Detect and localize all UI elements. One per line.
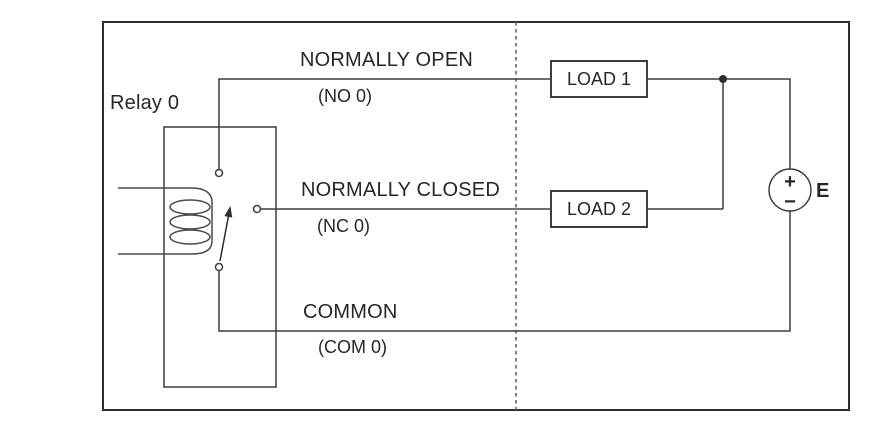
no-terminal-circle bbox=[214, 168, 224, 178]
load2-box: LOAD 2 bbox=[550, 190, 648, 228]
load2-label: LOAD 2 bbox=[566, 198, 632, 219]
normally-open-label: NORMALLY OPEN bbox=[300, 49, 474, 71]
no-code-label: (NO 0) bbox=[318, 86, 372, 106]
source-plus-sign: + bbox=[784, 171, 796, 193]
load1-to-source-wire bbox=[644, 78, 791, 169]
com-code-label: (COM 0) bbox=[318, 337, 387, 357]
nc-terminal-circle bbox=[252, 204, 262, 214]
common-wire bbox=[218, 211, 791, 332]
load1-box: LOAD 1 bbox=[550, 60, 648, 98]
nc-code-label: (NC 0) bbox=[317, 216, 370, 236]
relay-coil-icon bbox=[118, 187, 213, 255]
no-wire bbox=[218, 78, 550, 169]
source-e-label: E bbox=[816, 180, 830, 202]
switch-armature-arrow bbox=[219, 206, 233, 262]
voltage-source-icon: + − bbox=[768, 168, 812, 213]
source-minus-sign: − bbox=[784, 191, 796, 213]
load1-label: LOAD 1 bbox=[566, 68, 632, 89]
junction-dot bbox=[719, 75, 727, 83]
common-label: COMMON bbox=[303, 301, 398, 323]
common-terminal-circle bbox=[214, 262, 224, 272]
normally-closed-label: NORMALLY CLOSED bbox=[301, 179, 500, 201]
relay-box bbox=[163, 126, 277, 388]
outer-border bbox=[102, 21, 850, 411]
relay-label: Relay 0 bbox=[110, 92, 180, 114]
wires bbox=[218, 78, 791, 332]
